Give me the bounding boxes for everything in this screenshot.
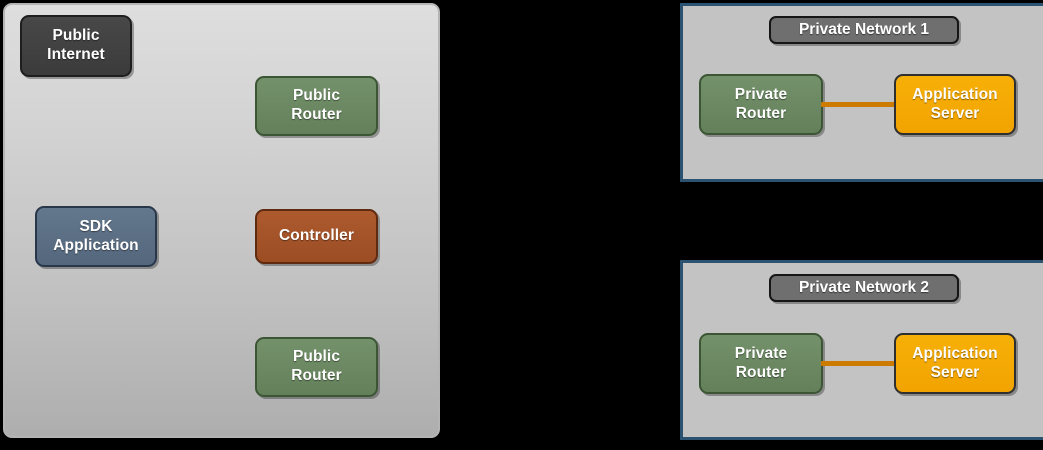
node-public-internet-label: Public Internet [47,27,105,63]
private-network-1-title-label: Private Network 1 [798,21,930,38]
node-public-router-top[interactable]: Public Router [255,76,378,136]
private-network-2-panel: Private Network 2 Private Router Applica… [680,260,1043,440]
node-private-router-2[interactable]: Private Router [699,333,823,394]
node-controller[interactable]: Controller [255,209,378,264]
node-application-server-1[interactable]: Application Server [894,74,1016,135]
private-network-1-panel: Private Network 1 Private Router Applica… [680,3,1043,182]
node-private-router-1-label: Private Router [734,85,788,122]
node-application-server-1-label: Application Server [912,85,998,122]
node-public-internet[interactable]: Public Internet [20,15,132,77]
node-public-router-top-label: Public Router [291,87,342,123]
private-network-2-title-badge: Private Network 2 [769,274,959,302]
node-private-router-2-label: Private Router [734,344,788,381]
link-private-router-2-to-application-server-2 [821,361,896,366]
node-public-router-bottom-label: Public Router [291,348,342,384]
node-controller-label: Controller [278,227,355,245]
node-application-server-2-label: Application Server [912,344,998,381]
private-network-1-title-badge: Private Network 1 [769,16,959,44]
node-sdk-application[interactable]: SDK Application [35,206,157,267]
private-network-2-title-label: Private Network 2 [798,279,930,296]
node-application-server-2[interactable]: Application Server [894,333,1016,394]
node-public-router-bottom[interactable]: Public Router [255,337,378,397]
public-region-panel: Public Internet Public Router SDK Applic… [3,3,440,438]
node-private-router-1[interactable]: Private Router [699,74,823,135]
link-private-router-1-to-application-server-1 [821,102,896,107]
node-sdk-application-label: SDK Application [53,217,139,254]
